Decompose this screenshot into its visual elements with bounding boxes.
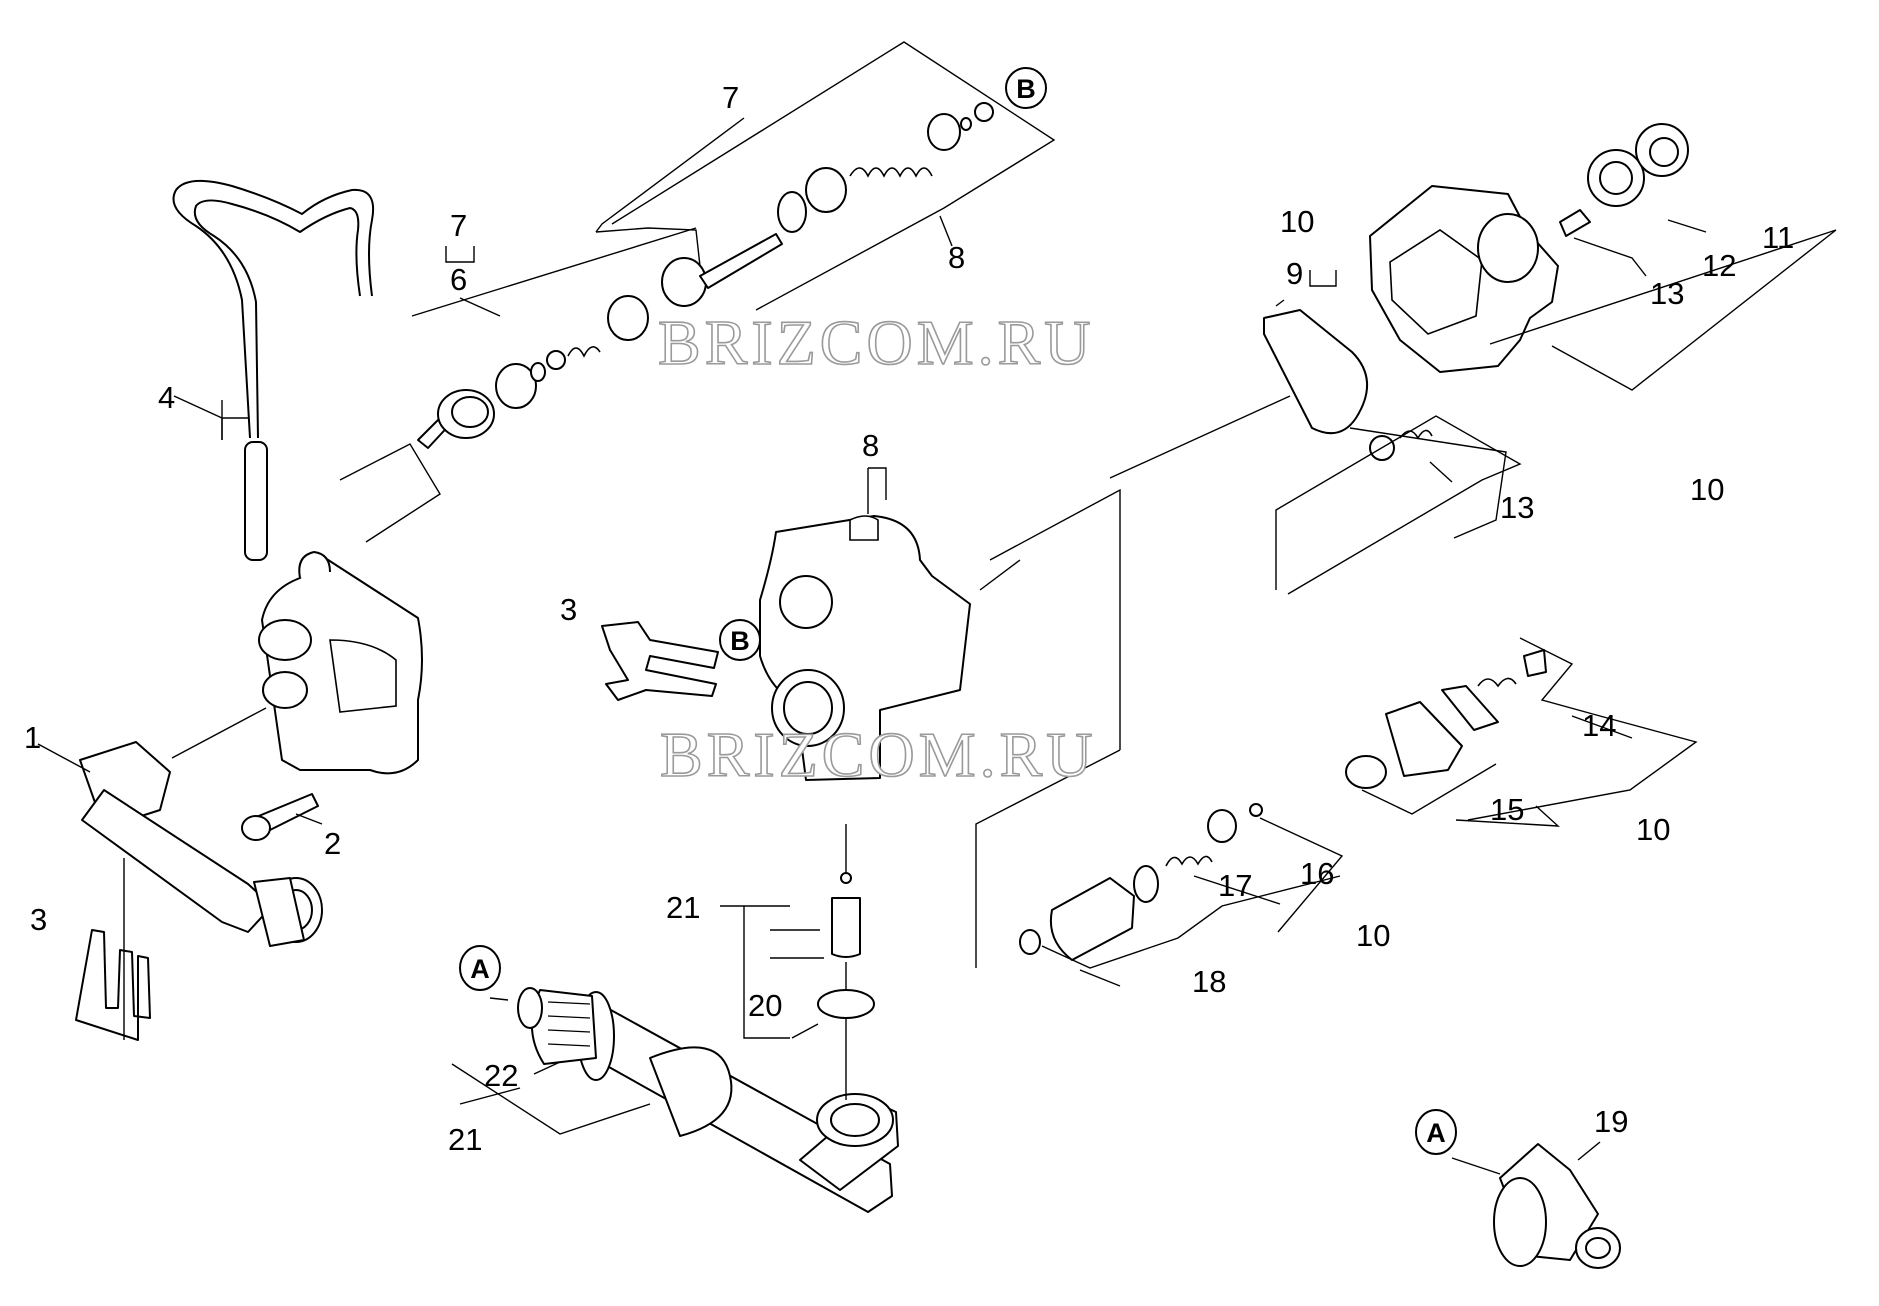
spring-part-17: [1165, 855, 1213, 867]
ring-part-11: [1635, 123, 1689, 177]
connector-tag-b-top: B: [1005, 67, 1047, 109]
svg-text:B: B: [1016, 74, 1036, 104]
svg-text:A: A: [1426, 1118, 1446, 1148]
valve-part-16: [1207, 803, 1263, 843]
o-ring-part-20: [817, 989, 875, 1019]
callout-14: 14: [1582, 708, 1616, 743]
filter-part-22: [517, 987, 597, 1065]
callout-7-large: 7: [722, 80, 739, 115]
pump-cover-part-10: [1369, 185, 1559, 373]
watermark-centre: BRIZCOM.RU: [660, 719, 1097, 790]
callout-10-cover: 10: [1690, 472, 1724, 507]
valve-part-13-lower: [1369, 429, 1433, 461]
callout-13-lower: 13: [1500, 490, 1534, 525]
valve-part-14: [1477, 649, 1547, 688]
leader-lines: [37, 41, 1837, 1175]
bypass-pipe-part-1: [79, 741, 323, 947]
callout-10-lower: 10: [1356, 918, 1390, 953]
callout-17: 17: [1218, 868, 1252, 903]
connector-tag-a-coupling: A: [1415, 1109, 1457, 1155]
gasket-part-9: [1263, 309, 1369, 435]
callout-21-lower: 21: [448, 1122, 482, 1157]
callout-7-small: 7: [450, 208, 467, 243]
callout-8-centre: 8: [862, 428, 879, 463]
callout-20: 20: [748, 988, 782, 1023]
callout-19: 19: [1594, 1104, 1628, 1139]
callout-6: 6: [450, 262, 467, 297]
hose-part-4: [172, 179, 374, 561]
connector-tag-a-pipe: A: [459, 945, 501, 991]
valve-part-15: [1345, 685, 1499, 789]
callout-10-mid: 10: [1636, 812, 1670, 847]
watermark-top: BRIZCOM.RU: [658, 307, 1095, 378]
callout-21-upper: 21: [666, 890, 700, 925]
valve-body-part-8: [759, 515, 971, 781]
clip-part-3-upper: [601, 621, 719, 701]
callout-11: 11: [1762, 220, 1794, 255]
callout-1: 1: [24, 720, 41, 755]
callout-18: 18: [1192, 964, 1226, 999]
pump-head-part: [258, 551, 423, 775]
valve-part-13-upper: [1559, 209, 1591, 237]
seal-part-21-small: [831, 872, 861, 958]
clip-part-3-lower: [75, 929, 151, 1041]
screw-part-2: [241, 793, 319, 841]
svg-text:B: B: [730, 626, 750, 656]
suction-pipe-part-21: [577, 991, 899, 1213]
callout-3-lower: 3: [30, 902, 47, 937]
valve-assembly-part-7: [661, 102, 994, 307]
seal-part-12: [1587, 149, 1645, 207]
valve-part-18: [1019, 865, 1159, 961]
callout-4: 4: [158, 380, 175, 415]
callout-12: 12: [1702, 248, 1736, 283]
callout-8-top: 8: [948, 240, 965, 275]
callout-2: 2: [324, 826, 341, 861]
callout-3-upper: 3: [560, 592, 577, 627]
callout-13-upper: 13: [1650, 276, 1684, 311]
valve-assembly-part-6: [417, 295, 649, 449]
callout-22: 22: [484, 1058, 518, 1093]
callout-10-gasket: 10: [1280, 204, 1314, 239]
callout-9: 9: [1286, 256, 1303, 291]
svg-text:A: A: [470, 954, 490, 984]
connector-tag-b-centre: B: [719, 619, 761, 661]
callout-15: 15: [1490, 792, 1524, 827]
coupling-part-19: [1493, 1143, 1621, 1269]
callout-16: 16: [1300, 856, 1334, 891]
